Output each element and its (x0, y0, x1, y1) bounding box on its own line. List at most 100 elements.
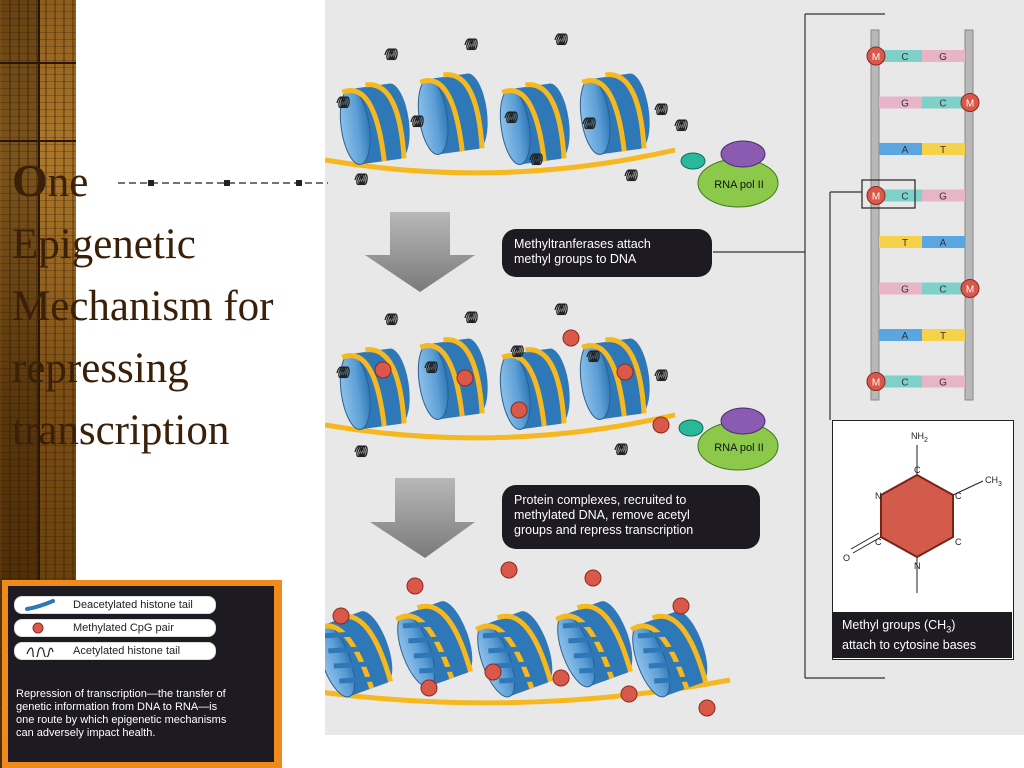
dna-backbone (870, 29, 880, 401)
base-right (922, 282, 965, 295)
methyl-marker (866, 372, 886, 391)
wood-divider (0, 62, 76, 64)
acetyl-tail-icon (674, 119, 688, 132)
deacetylated-tail-icon (562, 620, 605, 629)
acetyl-tail-icon (410, 115, 424, 128)
bond-line (850, 532, 880, 550)
acetyl-tail-icon (624, 169, 638, 182)
dna-strand (419, 78, 465, 152)
methyl-dot-icon (456, 369, 474, 387)
dna-strand (525, 82, 567, 159)
acetyl-tail-icon (464, 311, 478, 324)
acetyl-tail-icon (529, 153, 543, 166)
methyl-label: M (966, 285, 974, 296)
down-arrow-icon (365, 212, 475, 292)
methyl-dot-icon (652, 416, 670, 434)
rna-pol-label: RNA pol II (714, 179, 764, 191)
methyl-dot-icon (698, 699, 716, 717)
base-right (922, 189, 965, 202)
methyl-dot-icon (620, 685, 638, 703)
legend-label: Acetylated histone tail (73, 645, 181, 657)
title-dash-decoration (118, 180, 328, 186)
dna-strand (341, 88, 387, 162)
legend-text-line: can adversely impact health. (16, 727, 156, 739)
ch3-label: CH3 (985, 475, 1002, 488)
base-label: T (940, 145, 946, 156)
highlight-box (861, 179, 916, 209)
dna-strand (419, 343, 465, 417)
base-right (922, 50, 965, 62)
atom-label: C (875, 537, 882, 547)
acetyl-tail-icon (336, 366, 350, 379)
dna-strand (501, 88, 547, 162)
acetyl-tail-icon (464, 38, 478, 51)
methyl-dot-icon (616, 363, 634, 381)
nucleosome (339, 82, 410, 165)
deacetylated-tail-icon (493, 661, 536, 669)
dna-strand (341, 353, 387, 427)
acetyl-tail-icon (336, 96, 350, 109)
nucleosome-chain-open (324, 33, 688, 186)
dna-strand (581, 78, 627, 152)
bond-line (852, 536, 882, 554)
dna-strand (496, 613, 553, 683)
callout-line: groups and repress transcription (514, 523, 694, 537)
base-right (922, 236, 965, 248)
base-label: G (939, 378, 947, 389)
legend-text-line: one route by which epigenetic mechanisms (16, 714, 227, 726)
nucleosome-chain-methylated (324, 303, 676, 458)
acetyl-coil-icon (26, 647, 54, 657)
methyl-dot-icon (584, 569, 602, 587)
down-arrow-icon (370, 478, 475, 558)
acetyl-tail-icon (654, 103, 668, 116)
acetyl-tail-icon (384, 48, 398, 61)
rna-pol-ii-icon: RNA pol II (678, 407, 779, 471)
legend-box: Deacetylated histone tail Methylated CpG… (2, 580, 282, 768)
atom-label: N (875, 491, 882, 501)
base-left (879, 375, 922, 388)
nucleosome (499, 82, 570, 165)
acetyl-tail-icon (354, 173, 368, 186)
nucleosome (417, 337, 488, 420)
cytosine-diagram: NH2 CH3 C N C C C N O (843, 431, 1002, 593)
base-label: C (901, 52, 908, 63)
nucleosome (475, 611, 553, 698)
legend-text-line: genetic information from DNA to RNA—is (16, 701, 218, 713)
deacetylated-tail-icon (648, 661, 691, 669)
base-left (879, 143, 922, 155)
callout-line: Protein complexes, recruited to (514, 493, 687, 507)
nucleosome (555, 601, 633, 688)
slide-title: One Epigenetic Mechanism for repressing … (12, 150, 342, 462)
methyl-label: M (872, 378, 880, 389)
dna-strand (651, 613, 708, 683)
title-line: transcription (12, 407, 230, 454)
title-line: repressing (12, 345, 189, 392)
acetyl-tail-icon (586, 350, 600, 363)
base-left (879, 236, 922, 248)
base-left (879, 50, 922, 62)
title-line: Mechanism for (12, 283, 274, 330)
methyltransferase-callout: Methyltranferases attach methyl groups t… (502, 229, 712, 277)
deacetylated-tail-icon (413, 651, 456, 659)
dna-linker (324, 412, 676, 441)
base-label: A (940, 238, 947, 249)
deacetylated-tail-icon (25, 599, 55, 611)
acetyl-tail-icon (654, 369, 668, 382)
base-right (922, 375, 965, 388)
atom-label: O (843, 553, 850, 563)
methyl-dot-icon (510, 401, 528, 419)
deacetylated-tail-icon (499, 676, 542, 684)
atom-label: N (914, 561, 921, 571)
methyl-dot-icon (332, 607, 350, 625)
acetyl-tail-icon (614, 443, 628, 456)
methyl-dot-icon (406, 577, 424, 595)
deacetylated-tail-icon (339, 676, 382, 684)
caption-line: attach to cytosine bases (842, 637, 977, 652)
dna-strand (443, 72, 485, 149)
base-label: G (939, 52, 947, 63)
deacetylated-tail-icon (643, 646, 686, 654)
nucleosome-chain-condensed (304, 561, 731, 717)
deacetylated-tail-icon (482, 630, 525, 639)
